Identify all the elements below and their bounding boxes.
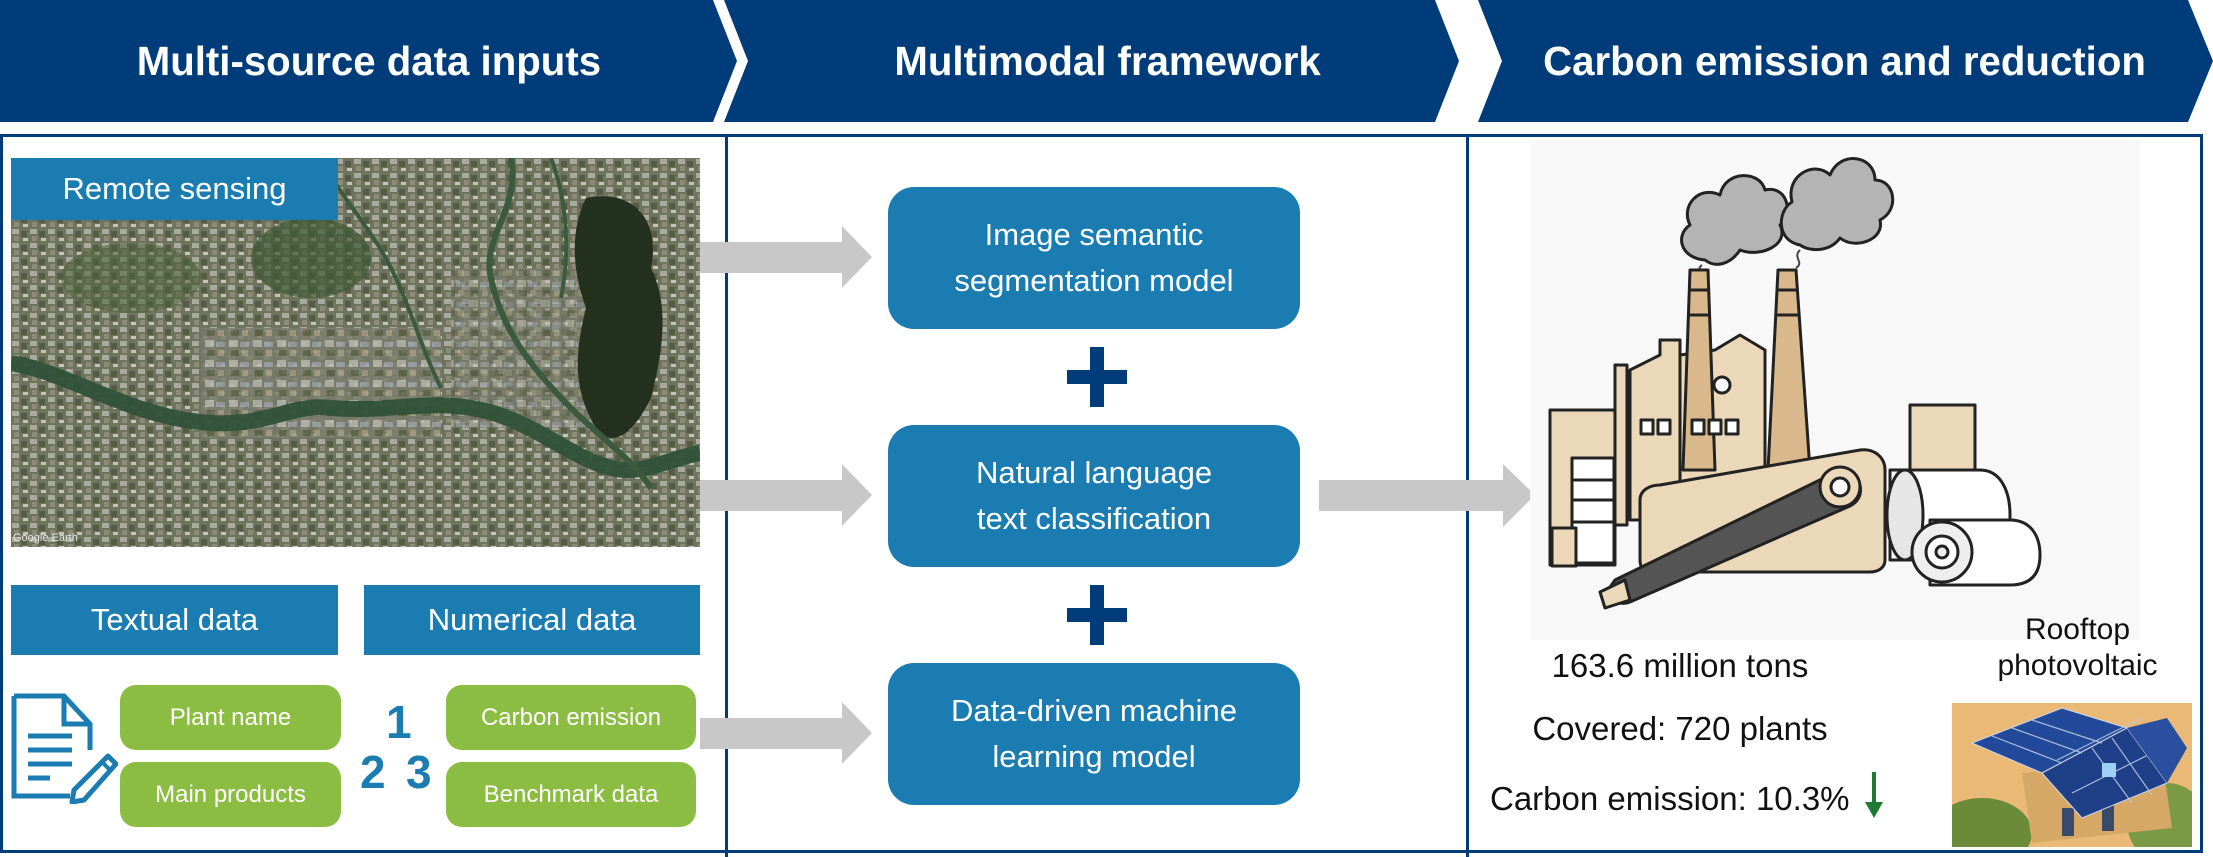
down-arrow-icon	[1864, 772, 1883, 818]
stage-title-results: Carbon emission and reduction	[1543, 37, 2147, 84]
document-edit-icon	[11, 693, 118, 804]
rooftop-label: Rooftop photovoltaic	[1960, 612, 2195, 684]
header-chevrons	[0, 0, 2213, 122]
numbers-123-icon: 1 2 3	[358, 695, 438, 805]
chevron-stage-2	[724, 0, 1459, 122]
model-image-segmentation: Image semantic segmentation model	[888, 187, 1300, 329]
total-emission-text: 163.6 million tons	[1551, 647, 1809, 684]
model-machine-learning: Data-driven machine learning model	[888, 663, 1300, 805]
numerical-item-benchmark-data: Benchmark data	[446, 762, 696, 827]
rooftop-label-line: photovoltaic	[1997, 649, 2158, 682]
panel-divider-1	[725, 134, 728, 857]
model-line: Image semantic	[984, 217, 1204, 252]
plus-icon	[1067, 347, 1127, 407]
numerical-item-carbon-emission: Carbon emission	[446, 685, 696, 750]
model-line: learning model	[992, 739, 1196, 774]
digit-3: 3	[406, 746, 432, 798]
satellite-image: Google Earth	[11, 158, 700, 547]
rooftop-label-line: Rooftop	[2024, 613, 2131, 646]
model-line: Natural language	[975, 455, 1213, 490]
panel-frame	[0, 134, 2203, 853]
digit-1: 1	[386, 696, 412, 748]
model-line: segmentation model	[954, 263, 1234, 298]
rooftop-solar-house-image	[1952, 703, 2192, 847]
paper-mill-factory-illustration	[1530, 140, 2140, 640]
model-text-classification: Natural language text classification	[888, 425, 1300, 567]
textual-data-label: Textual data	[11, 585, 338, 655]
stage-title-inputs: Multi-source data inputs	[136, 37, 601, 84]
plus-icon	[1067, 585, 1127, 645]
numerical-data-label: Numerical data	[364, 585, 700, 655]
model-line: text classification	[976, 501, 1212, 536]
reduction-text: Carbon emission: 10.3%	[1490, 780, 1850, 817]
reduction-row: Carbon emission: 10.3%	[1490, 772, 1910, 820]
textual-item-plant-name: Plant name	[120, 685, 341, 750]
chevron-stage-1	[0, 0, 737, 122]
chevron-stage-3	[1478, 0, 2213, 122]
textual-item-main-products: Main products	[120, 762, 341, 827]
stage-title-framework: Multimodal framework	[894, 37, 1321, 84]
panel-divider-2	[1466, 134, 1469, 857]
watermark-text: Google Earth	[13, 532, 78, 544]
coverage-text: Covered: 720 plants	[1532, 710, 1828, 747]
digit-2: 2	[360, 746, 386, 798]
model-line: Data-driven machine	[950, 693, 1238, 728]
remote-sensing-label: Remote sensing	[11, 158, 338, 220]
